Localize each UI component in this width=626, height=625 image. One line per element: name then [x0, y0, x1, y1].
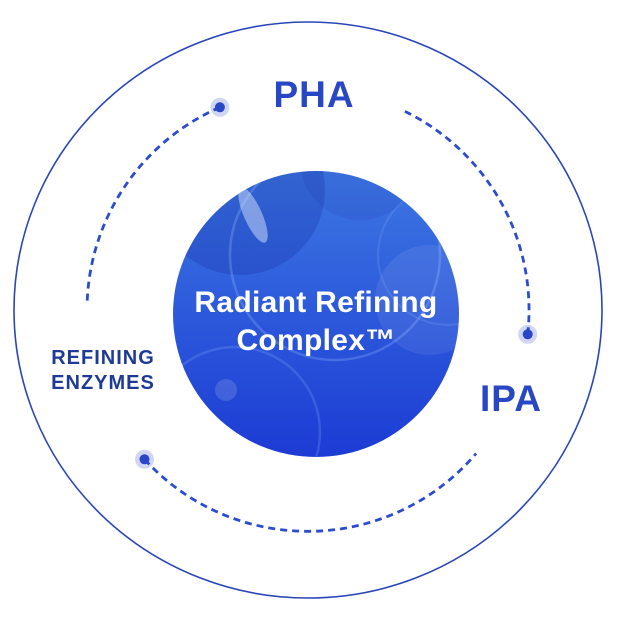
core-title-line2: Complex™ [236, 324, 396, 357]
dashed-arc-right [404, 110, 531, 335]
label-refining-enzymes-line2: ENZYMES [51, 372, 155, 394]
core-title-line1: Radiant Refining [194, 286, 438, 319]
core-circle [173, 171, 459, 457]
outer-ring [13, 21, 603, 599]
label-pha: PHA [273, 74, 355, 115]
dashed-arc-top-left [85, 106, 221, 305]
arc-endpoint-dot-top-left-icon [210, 97, 230, 117]
label-refining-enzymes: REFINING ENZYMES [51, 346, 155, 396]
label-refining-enzymes-line1: REFINING [51, 347, 155, 369]
arc-endpoint-dot-right-icon [518, 324, 538, 344]
label-ipa: IPA [480, 378, 542, 419]
dashed-arc-bottom [143, 452, 478, 533]
arc-endpoint-dot-bottom-left-icon [135, 449, 154, 469]
core-title: Radiant Refining Complex™ [194, 284, 437, 360]
